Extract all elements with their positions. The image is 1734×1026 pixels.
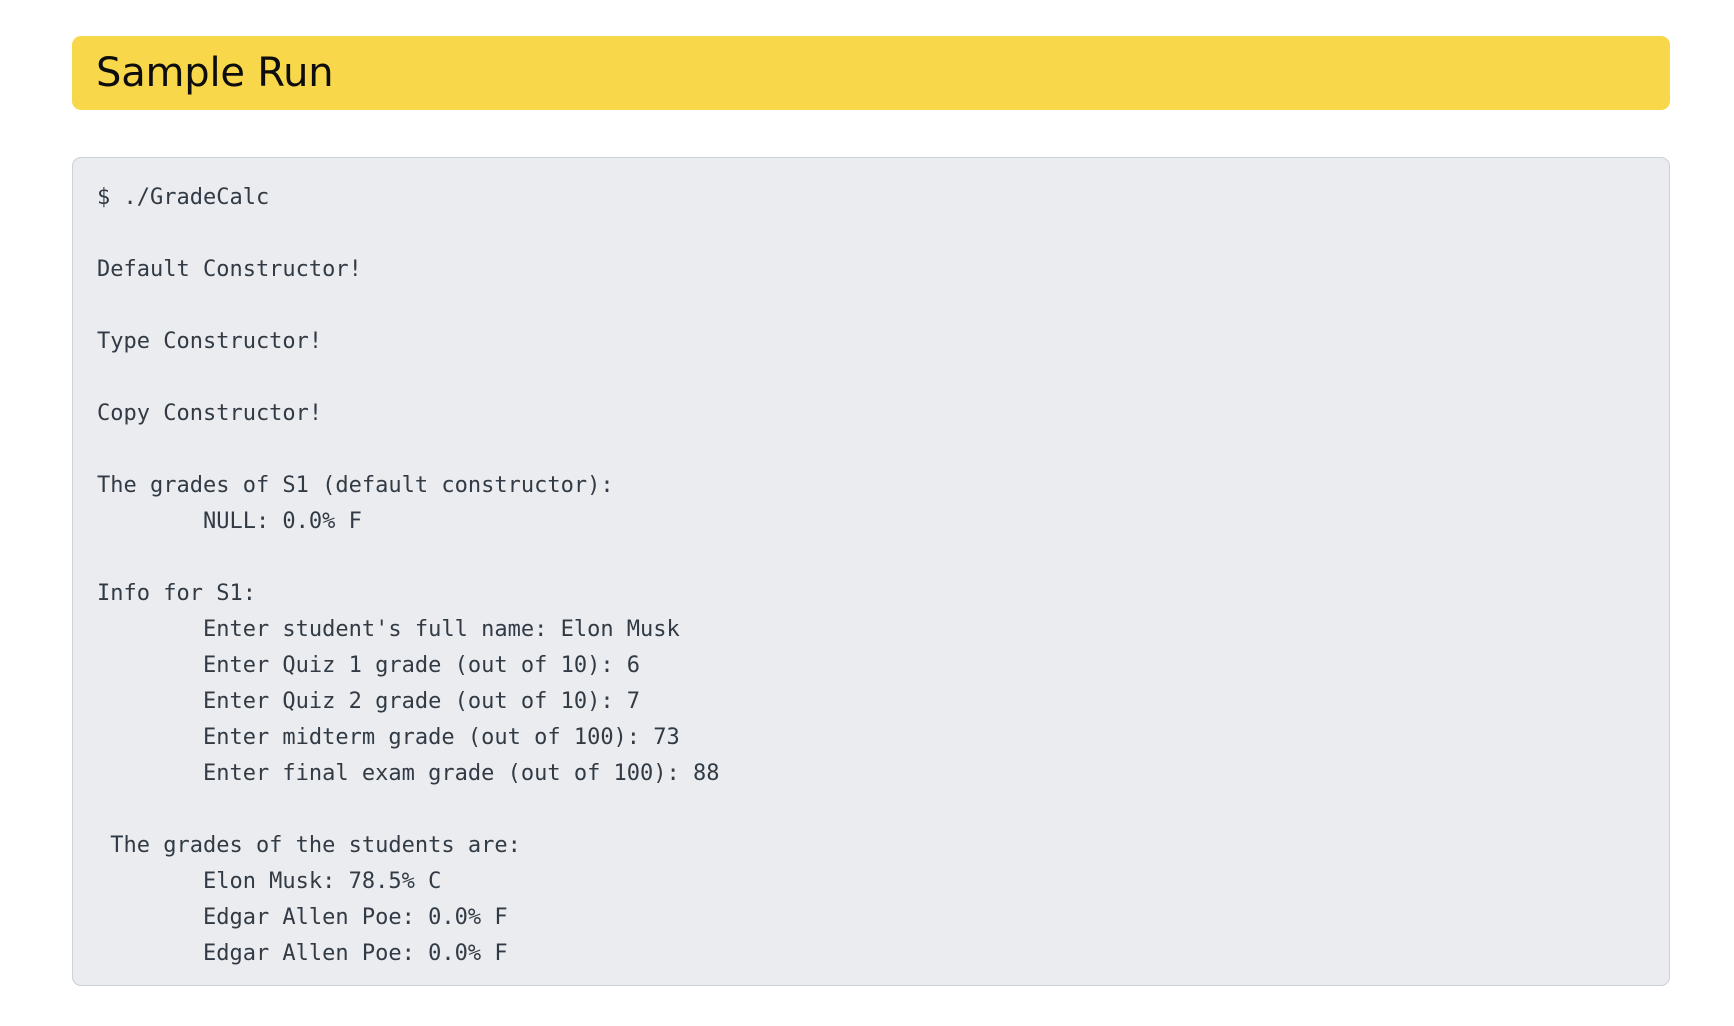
sample-run-banner: Sample Run: [72, 36, 1670, 110]
page-title: Sample Run: [96, 50, 334, 96]
terminal-output-text: $ ./GradeCalc Default Constructor! Type …: [97, 185, 720, 966]
terminal-output-block: $ ./GradeCalc Default Constructor! Type …: [72, 157, 1670, 986]
